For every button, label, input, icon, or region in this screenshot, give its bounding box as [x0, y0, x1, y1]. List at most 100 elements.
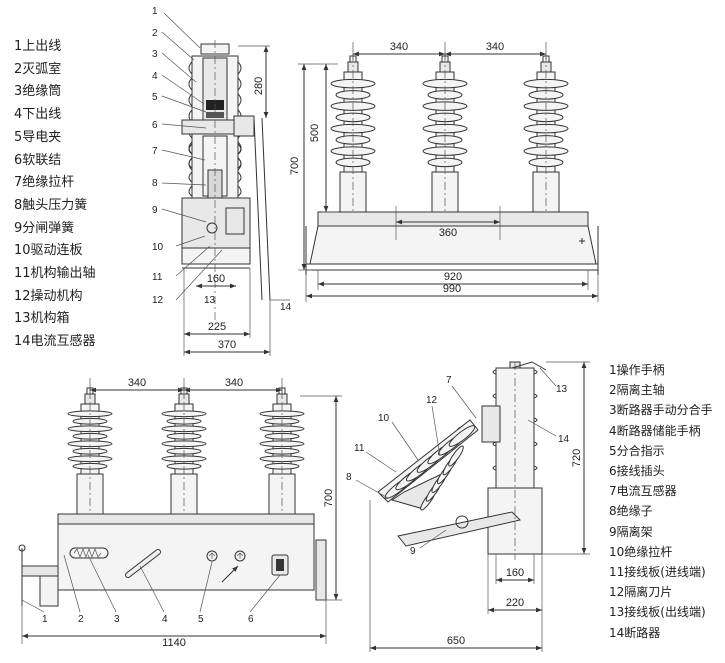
legend-item: 6软联结 — [14, 152, 62, 168]
callout-label: 4 — [152, 71, 158, 82]
dim-label: 700 — [323, 489, 335, 507]
callout-label: 14 — [558, 434, 570, 445]
insulator-shed — [448, 425, 476, 447]
callout-label: 4 — [162, 614, 168, 625]
insulator-shed — [188, 171, 242, 183]
callout-label: 7 — [152, 146, 158, 157]
legend-item: 14电流互感器 — [14, 334, 96, 350]
callout-label: 12 — [152, 295, 164, 306]
callout-label: 10 — [152, 242, 164, 253]
callout-label: 5 — [152, 92, 158, 103]
insulator-shed — [188, 143, 242, 155]
side-view: 7 12 10 11 8 9 13 14 720 160 220 650 — [346, 361, 590, 652]
legend-side-view: 1操作手柄 2隔离主轴 3断路器手动分合手 4断路器储能手柄 5分合指示 6接线… — [609, 360, 725, 643]
insulator-group — [330, 54, 569, 218]
legend-item: 4下出线 — [14, 107, 62, 123]
legend-item: 14断路器 — [609, 625, 661, 640]
callout-label: 12 — [426, 395, 438, 406]
insulator-group — [67, 386, 305, 520]
legend-item: 4断路器储能手柄 — [609, 423, 701, 438]
dim-label: 160 — [506, 567, 524, 579]
dim-label: 340 — [225, 377, 243, 389]
callout-label: 1 — [152, 6, 158, 17]
legend-item: 9分闸弹簧 — [14, 220, 75, 236]
callout-label: 9 — [152, 205, 158, 216]
insulator-shed — [188, 185, 242, 197]
callout-label: 8 — [152, 178, 158, 189]
frame-top — [317, 211, 589, 227]
current-transformer-icon — [481, 405, 501, 443]
legend-item: 9隔离架 — [609, 524, 653, 539]
section-pole-outline — [181, 40, 271, 320]
legend-item: 2灭弧室 — [14, 61, 62, 77]
dim-label: 340 — [390, 41, 408, 53]
insulator-shed — [188, 61, 242, 75]
dim-label: 720 — [571, 449, 583, 467]
dim-label: 370 — [218, 339, 236, 351]
legend-item: 1上出线 — [14, 39, 62, 54]
callout-label: 6 — [248, 614, 254, 625]
dim-label: 220 — [506, 597, 524, 609]
callout-label: 11 — [354, 443, 365, 454]
side-dimensions: 720 160 220 650 — [369, 361, 590, 652]
dim-label: 500 — [309, 124, 321, 142]
insulator-post — [330, 54, 376, 218]
dim-label: 1140 — [162, 637, 186, 649]
legend-item: 8触头压力簧 — [14, 197, 88, 213]
dim-label: 340 — [128, 377, 146, 389]
dim-label: 920 — [444, 271, 462, 283]
insulator-post — [259, 386, 305, 520]
dim-label: 990 — [443, 283, 461, 295]
dim-label: 225 — [208, 321, 226, 333]
callout-label: 13 — [204, 295, 216, 306]
insulator-post — [422, 54, 468, 218]
insulator-shed — [188, 77, 242, 91]
dim-label: 160 — [207, 273, 225, 285]
front-view-top: 340 340 500 700 360 920 — [289, 41, 599, 302]
indicator-icon — [206, 550, 218, 562]
callout-label: 8 — [346, 472, 352, 483]
insulator-post — [161, 386, 207, 520]
dim-label: 280 — [253, 77, 265, 95]
legend-item: 6接线插头 — [609, 464, 665, 479]
callout-label: 7 — [446, 375, 452, 386]
legend-item: 12操动机构 — [14, 288, 83, 304]
section-dimensions: 280 160 225 370 — [183, 45, 271, 356]
legend-item: 1操作手柄 — [609, 363, 665, 377]
insulator-post — [67, 386, 113, 520]
legend-item: 2隔离主轴 — [609, 383, 665, 398]
legend-item: 10驱动连板 — [14, 243, 83, 259]
legend-item: 12隔离刀片 — [609, 585, 673, 600]
legend-item: 11机构输出轴 — [14, 266, 96, 282]
front-bottom-callouts: 1 2 3 4 5 6 — [42, 614, 254, 625]
callout-label: 1 — [42, 614, 48, 625]
callout-label: 13 — [556, 384, 568, 395]
legend-item: 7电流互感器 — [609, 484, 677, 499]
legend-item: 10绝缘拉杆 — [609, 544, 673, 559]
legend-item: 11接线板(进线端) — [609, 565, 706, 580]
section-view: 1 2 3 4 5 6 7 8 9 10 11 12 13 14 280 160 — [152, 6, 292, 356]
callout-label: 3 — [152, 49, 158, 60]
legend-item: 5导电夹 — [14, 129, 62, 145]
callout-label: 10 — [378, 413, 390, 424]
callout-label: 14 — [280, 302, 292, 313]
dim-label: 700 — [289, 157, 301, 175]
indicator-icon — [234, 550, 246, 562]
front-view-bottom: 1 2 3 4 5 6 340 340 700 1140 — [18, 377, 342, 649]
legend-item: 3绝缘筒 — [14, 84, 62, 100]
side-leaders — [355, 367, 557, 549]
front-top-dimensions: 340 340 500 700 360 920 — [289, 41, 599, 302]
front-bottom-leaders — [21, 554, 281, 613]
dim-label: 650 — [447, 635, 465, 647]
front-bottom-dimensions: 340 340 700 1140 — [21, 377, 342, 649]
callout-label: 11 — [152, 272, 163, 283]
legend-item: 5分合指示 — [609, 443, 665, 458]
callout-label: 9 — [410, 546, 416, 557]
insulator-shed — [448, 445, 464, 467]
callout-label: 2 — [152, 28, 158, 39]
dim-label: 340 — [486, 41, 504, 53]
callout-label: 5 — [198, 614, 204, 625]
side-callouts: 7 12 10 11 8 9 13 14 — [346, 375, 570, 557]
legend-item: 3断路器手动分合手 — [609, 403, 713, 418]
